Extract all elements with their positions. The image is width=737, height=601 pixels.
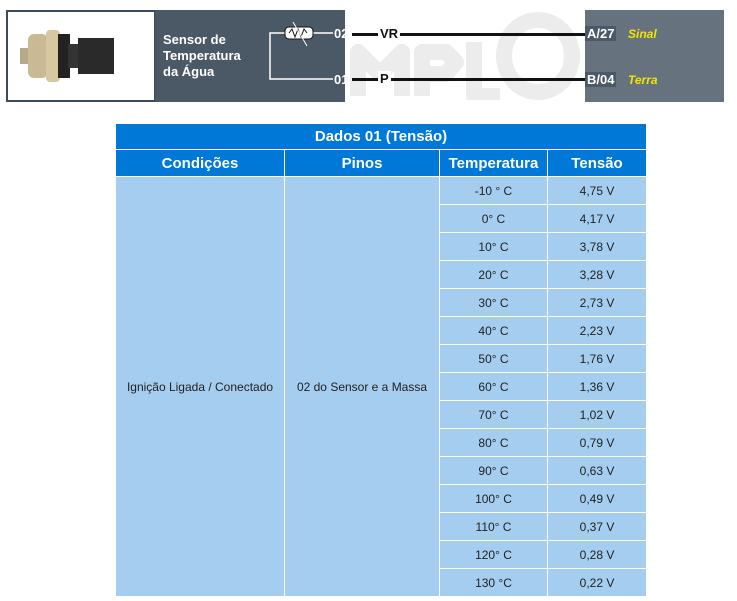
function-sinal: Sinal: [628, 27, 657, 41]
voltage-cell: 2,23 V: [547, 316, 647, 345]
temperature-cell: 90° C: [439, 456, 548, 485]
voltage-cell: 0,79 V: [547, 428, 647, 457]
voltage-cell: 0,37 V: [547, 512, 647, 541]
sensor-panel: [155, 10, 345, 102]
terminal-b04: B/04: [585, 72, 617, 87]
temperature-cell: 70° C: [439, 400, 548, 429]
ecu-panel: [585, 10, 724, 102]
temperature-cell: 120° C: [439, 540, 548, 569]
function-terra: Terra: [628, 73, 658, 87]
wiring-diagram: Sensor de Temperatura da Água 02 01 VR P…: [0, 0, 737, 110]
pins-cell: 02 do Sensor e a Massa: [284, 176, 440, 597]
sensor-photo: [6, 10, 156, 102]
voltage-cell: 0,28 V: [547, 540, 647, 569]
header-temperatura: Temperatura: [439, 149, 548, 177]
wire-label-p: P: [378, 71, 391, 86]
temperature-cell: 0° C: [439, 204, 548, 233]
temperature-cell: 60° C: [439, 372, 548, 401]
wire-label-vr: VR: [378, 26, 401, 41]
temperature-cell: 100° C: [439, 484, 548, 513]
temperature-cell: -10 ° C: [439, 176, 548, 205]
sensor-title: Sensor de Temperatura da Água: [163, 32, 241, 80]
temperature-cell: 110° C: [439, 512, 548, 541]
voltage-cell: 1,36 V: [547, 372, 647, 401]
voltage-cell: 0,49 V: [547, 484, 647, 513]
thermistor-symbol-icon: [269, 21, 333, 80]
terminal-a27: A/27: [585, 26, 617, 41]
voltage-cell: 2,73 V: [547, 288, 647, 317]
wire-vr: [352, 33, 585, 36]
sensor-title-line: Sensor de: [163, 32, 226, 47]
header-pinos: Pinos: [284, 149, 440, 177]
sensor-title-line: da Água: [163, 64, 215, 79]
temperature-cell: 40° C: [439, 316, 548, 345]
voltage-cell: 4,17 V: [547, 204, 647, 233]
voltage-cell: 1,76 V: [547, 344, 647, 373]
header-tensao: Tensão: [547, 149, 647, 177]
voltage-cell: 3,28 V: [547, 260, 647, 289]
pin-02: 02: [334, 26, 349, 41]
temperature-cell: 20° C: [439, 260, 548, 289]
sensor-image-icon: [20, 30, 114, 82]
condition-cell: Ignição Ligada / Conectado: [115, 176, 285, 597]
voltage-cell: 4,75 V: [547, 176, 647, 205]
voltage-cell: 3,78 V: [547, 232, 647, 261]
temperature-cell: 80° C: [439, 428, 548, 457]
table-title: Dados 01 (Tensão): [115, 123, 647, 150]
sensor-title-line: Temperatura: [163, 48, 241, 63]
wire-p: [352, 78, 585, 81]
voltage-cell: 1,02 V: [547, 400, 647, 429]
voltage-cell: 0,22 V: [547, 568, 647, 597]
temperature-cell: 10° C: [439, 232, 548, 261]
pin-01: 01: [334, 72, 349, 87]
temperature-cell: 130 °C: [439, 568, 548, 597]
header-condicoes: Condições: [115, 149, 285, 177]
voltage-table: Dados 01 (Tensão) Condições Pinos Temper…: [115, 123, 647, 597]
temperature-cell: 50° C: [439, 344, 548, 373]
voltage-cell: 0,63 V: [547, 456, 647, 485]
temperature-cell: 30° C: [439, 288, 548, 317]
